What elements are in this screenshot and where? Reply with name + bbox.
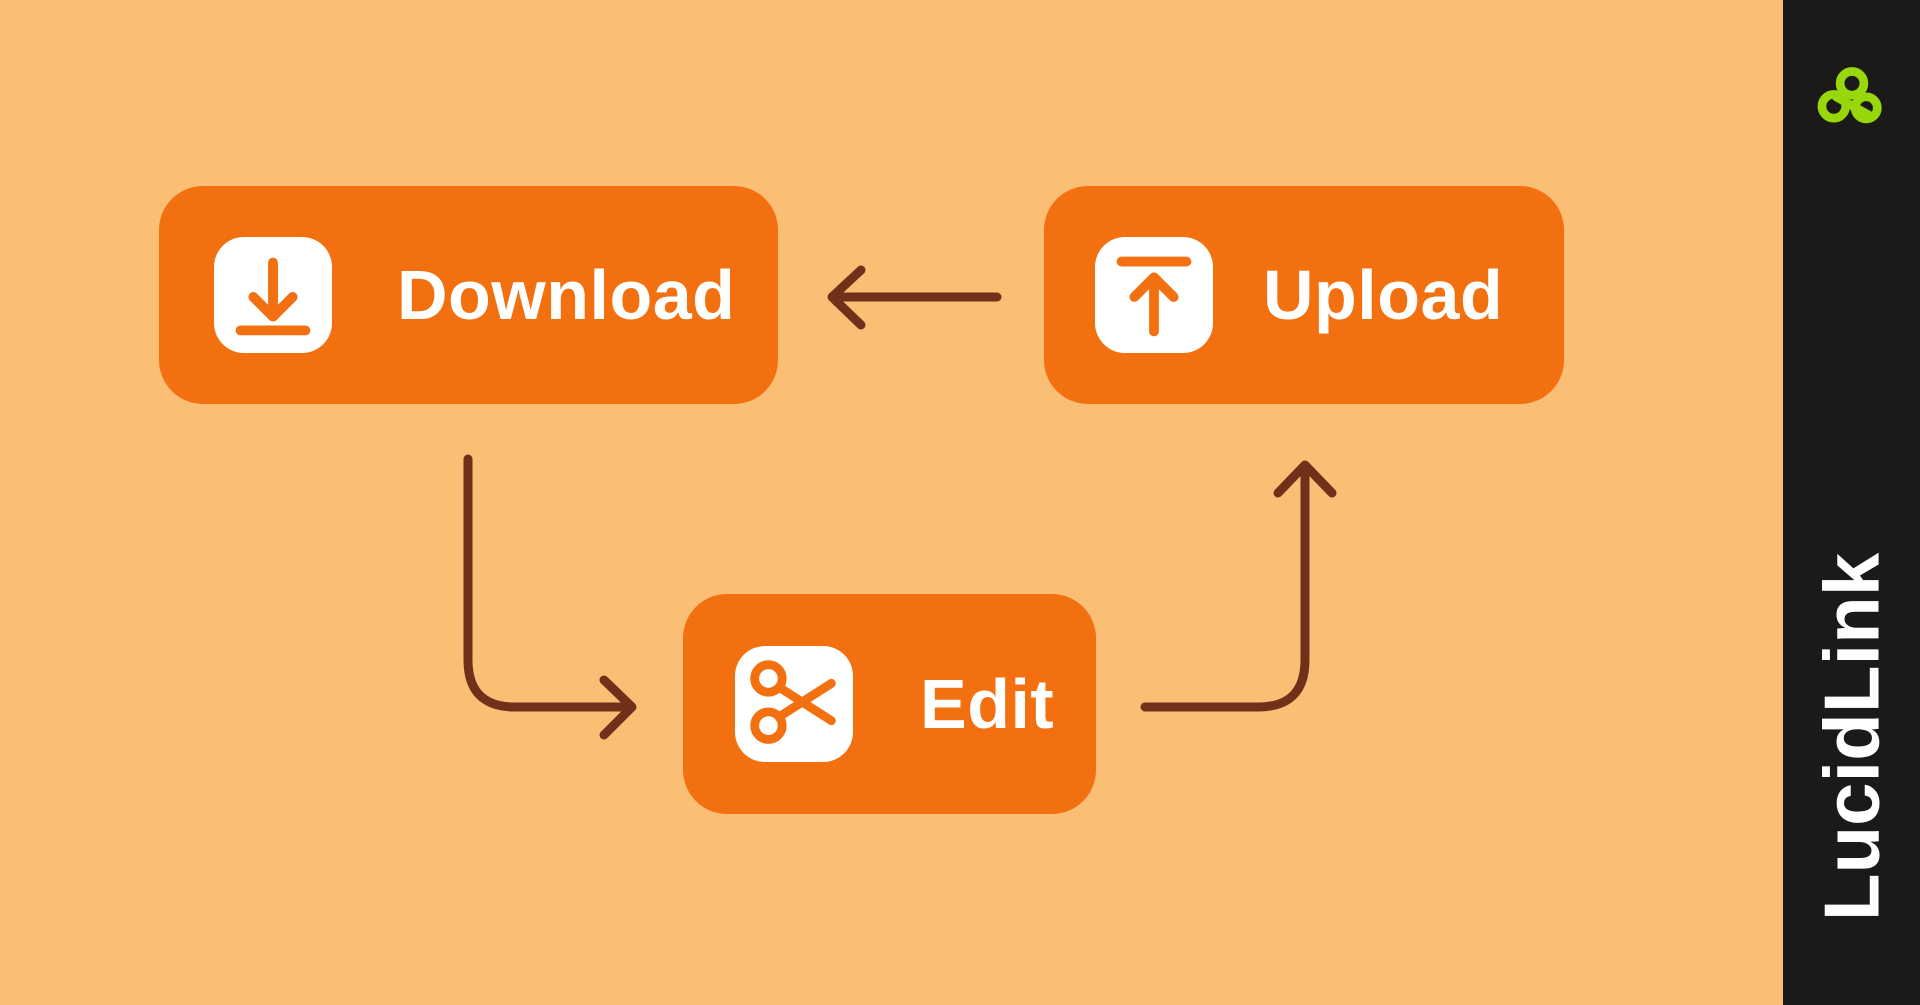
node-upload: Upload bbox=[1044, 186, 1564, 404]
arrow-edit-to-upload bbox=[1140, 460, 1337, 712]
node-download: Download bbox=[159, 186, 778, 404]
upload-icon bbox=[1095, 237, 1213, 353]
brand-name: LucidLink bbox=[1807, 552, 1895, 922]
arrow-upload-to-download bbox=[827, 265, 1002, 330]
scissors-icon bbox=[735, 646, 853, 762]
lucidlink-logo-icon bbox=[1817, 67, 1882, 124]
download-icon bbox=[214, 237, 332, 353]
arrow-download-to-edit bbox=[463, 454, 637, 740]
node-edit: Edit bbox=[683, 594, 1096, 814]
node-edit-label: Edit bbox=[920, 665, 1055, 743]
node-download-label: Download bbox=[397, 256, 736, 334]
node-upload-label: Upload bbox=[1263, 256, 1504, 334]
brand-sidebar: LucidLink bbox=[1783, 0, 1920, 1005]
